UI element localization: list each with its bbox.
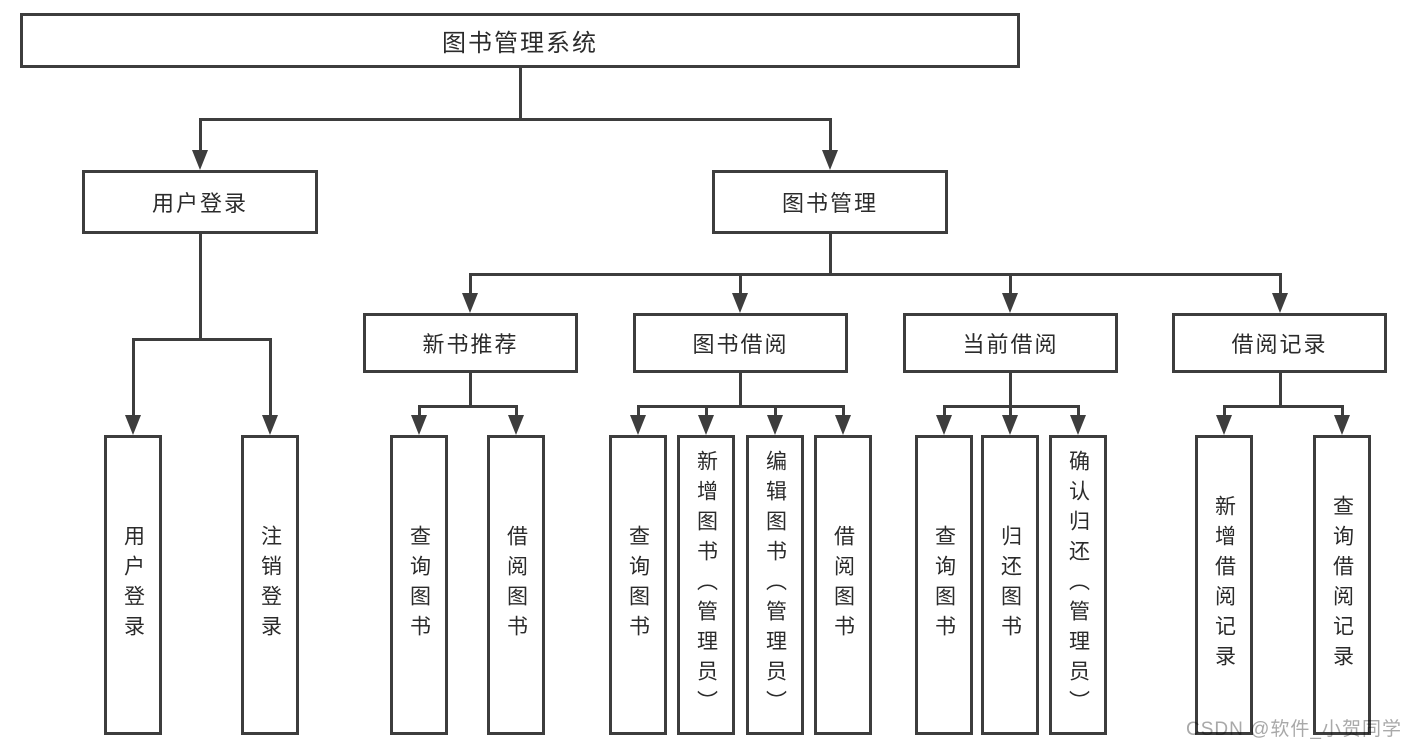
connector-line (828, 234, 832, 275)
node-borrow-records: 借阅记录 (1172, 313, 1387, 373)
connector-line (738, 373, 742, 405)
arrow-down-icon (1334, 415, 1350, 435)
arrow-down-icon (630, 415, 646, 435)
leaf-return-book: 归还图书 (981, 435, 1039, 735)
arrow-down-icon (411, 415, 427, 435)
connector-line (514, 405, 518, 417)
connector-line (468, 373, 472, 405)
connector-line (518, 66, 522, 120)
node-book-management: 图书管理 (712, 170, 948, 234)
connector-line (1278, 273, 1282, 296)
connector-line (1076, 405, 1080, 417)
arrow-down-icon (262, 415, 278, 435)
connector-line (1222, 405, 1344, 408)
connector-line (417, 405, 518, 408)
leaf-query-borrow-record: 查询借阅记录 (1313, 435, 1371, 735)
connector-line (468, 273, 472, 296)
arrow-down-icon (462, 293, 478, 313)
connector-line (636, 405, 640, 417)
leaf-borrow-books: 借阅图书 (814, 435, 872, 735)
leaf-user-login: 用户登录 (104, 435, 162, 735)
leaf-confirm-return-admin: 确认归还（管理员） (1049, 435, 1107, 735)
leaf-query-books-recommend: 查询图书 (390, 435, 448, 735)
node-new-book-recommend: 新书推荐 (363, 313, 578, 373)
leaf-edit-book-admin: 编辑图书（管理员） (746, 435, 804, 735)
connector-line (268, 338, 272, 417)
connector-line (417, 405, 421, 417)
connector-line (198, 118, 202, 152)
connector-line (1340, 405, 1344, 417)
arrow-down-icon (936, 415, 952, 435)
connector-line (198, 118, 832, 121)
arrow-down-icon (125, 415, 141, 435)
arrow-down-icon (192, 150, 208, 170)
connector-line (131, 338, 135, 417)
connector-line (828, 118, 832, 152)
arrow-down-icon (1070, 415, 1086, 435)
connector-line (942, 405, 946, 417)
arrow-down-icon (698, 415, 714, 435)
arrow-down-icon (767, 415, 783, 435)
arrow-down-icon (822, 150, 838, 170)
leaf-add-book-admin: 新增图书（管理员） (677, 435, 735, 735)
leaf-add-borrow-record: 新增借阅记录 (1195, 435, 1253, 735)
arrow-down-icon (1002, 293, 1018, 313)
connector-line (636, 405, 845, 408)
leaf-query-books-borrowing: 查询图书 (609, 435, 667, 735)
connector-line (468, 273, 1282, 276)
connector-line (1278, 373, 1282, 405)
arrow-down-icon (1216, 415, 1232, 435)
connector-line (1222, 405, 1226, 417)
arrow-down-icon (508, 415, 524, 435)
connector-line (738, 273, 742, 296)
node-current-borrowing: 当前借阅 (903, 313, 1118, 373)
node-library-management-system: 图书管理系统 (20, 13, 1020, 68)
connector-line (841, 405, 845, 417)
connector-line (131, 338, 272, 341)
arrow-down-icon (1002, 415, 1018, 435)
csdn-watermark: CSDN @软件_小贺同学 (1186, 719, 1402, 740)
connector-line (704, 405, 708, 417)
node-user-login: 用户登录 (82, 170, 318, 234)
connector-line (1008, 373, 1012, 405)
connector-line (1008, 405, 1012, 417)
leaf-logout: 注销登录 (241, 435, 299, 735)
connector-line (773, 405, 777, 417)
arrow-down-icon (1272, 293, 1288, 313)
arrow-down-icon (732, 293, 748, 313)
leaf-query-books-current: 查询图书 (915, 435, 973, 735)
leaf-borrow-books-recommend: 借阅图书 (487, 435, 545, 735)
node-book-borrowing: 图书借阅 (633, 313, 848, 373)
arrow-down-icon (835, 415, 851, 435)
connector-line (198, 234, 202, 338)
connector-line (1008, 273, 1012, 296)
